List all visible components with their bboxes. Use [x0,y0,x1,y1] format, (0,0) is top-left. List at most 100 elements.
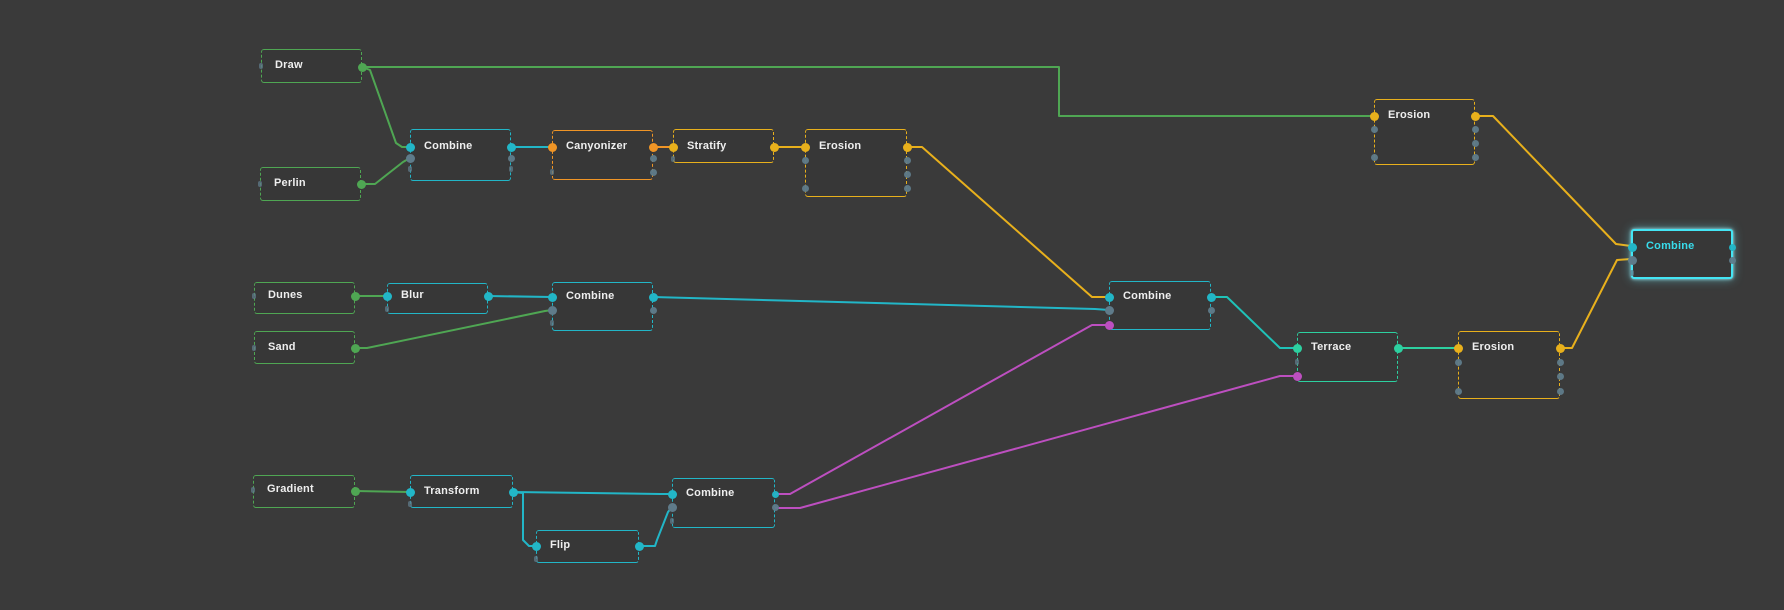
port-out-3-slot[interactable] [509,166,513,172]
port-out-1-connector[interactable] [634,541,644,551]
port-in-1-connector[interactable] [1453,343,1463,353]
port-out-1-connector[interactable] [350,291,360,301]
edge-combine2-to-combine3[interactable] [652,296,1110,311]
port-out-2-connector[interactable] [1728,256,1736,264]
port-in-2-connector[interactable] [1627,255,1637,265]
port-out-2-connector[interactable] [903,156,911,164]
port-out-3-connector[interactable] [1556,372,1564,380]
port-in-3-connector[interactable] [1292,371,1302,381]
edge-combine3-to-terrace[interactable] [1210,296,1298,349]
port-out-2-connector[interactable] [1556,358,1564,366]
port-in-3-connector[interactable] [1104,320,1114,330]
port-in-2-slot[interactable] [1295,359,1299,365]
port-in-2-connector[interactable] [667,502,677,512]
edge-flip-to-combine5[interactable] [638,506,673,547]
node-sand[interactable]: Sand [252,331,360,364]
port-in-2-connector[interactable] [1104,305,1114,315]
node-flip[interactable]: Flip [531,530,644,563]
port-in-1-connector[interactable] [1627,242,1637,252]
node-draw[interactable]: Draw [259,49,367,83]
edge-transform-to-flip[interactable] [512,491,537,547]
port-out-1-connector[interactable] [508,487,518,497]
port-in-1-slot[interactable] [252,293,256,299]
node-dunes[interactable]: Dunes [252,282,360,314]
port-in-3-slot[interactable] [550,320,554,326]
port-in-1-connector[interactable] [547,142,557,152]
port-out-4-connector[interactable] [1471,153,1479,161]
port-out-2-connector[interactable] [649,306,657,314]
node-combine5[interactable]: Combine [667,478,779,528]
port-in-1-connector[interactable] [668,142,678,152]
port-in-1-slot[interactable] [251,487,255,493]
port-out-4-connector[interactable] [903,184,911,192]
edge-erosion3-to-combine4[interactable] [1559,258,1632,349]
port-out-2-connector[interactable] [1471,125,1479,133]
port-in-3-slot[interactable] [408,166,412,172]
port-out-1-connector[interactable] [506,142,516,152]
port-in-1-connector[interactable] [382,291,392,301]
port-out-1-connector[interactable] [1728,243,1736,251]
port-in-1-connector[interactable] [1104,292,1114,302]
edge-perlin-to-combine1[interactable] [360,157,411,185]
edge-blur-to-combine2[interactable] [487,295,553,298]
port-in-1-connector[interactable] [667,489,677,499]
port-out-1-connector[interactable] [648,142,658,152]
port-in-3-connector[interactable] [1370,153,1378,161]
edge-erosion2-to-combine4[interactable] [1474,115,1632,247]
port-out-3-connector[interactable] [1471,139,1479,147]
port-in-3-connector[interactable] [1454,387,1462,395]
node-erosion3[interactable]: Erosion [1453,331,1565,399]
port-in-2-connector[interactable] [801,156,809,164]
port-out-2-connector[interactable] [507,154,515,162]
port-in-1-slot[interactable] [259,63,263,69]
port-in-1-connector[interactable] [531,541,541,551]
port-in-2-slot[interactable] [408,501,412,507]
edge-draw-to-combine1[interactable] [361,66,411,148]
port-in-3-slot[interactable] [1630,270,1634,276]
node-combine1[interactable]: Combine [405,129,516,181]
port-in-3-slot[interactable] [670,518,674,524]
port-in-1-connector[interactable] [405,487,415,497]
port-out-1-connector[interactable] [356,179,366,189]
edge-draw-to-erosion2[interactable] [361,66,1375,117]
edge-erosion1-to-combine3[interactable] [906,146,1110,298]
node-combine4[interactable]: Combine [1627,229,1736,279]
edge-transform-to-combine5[interactable] [512,491,673,495]
port-out-3-connector[interactable] [903,170,911,178]
node-blur[interactable]: Blur [382,283,493,314]
port-out-3-connector[interactable] [649,168,657,176]
node-canyonizer[interactable]: Canyonizer [547,130,658,180]
node-erosion2[interactable]: Erosion [1369,99,1480,165]
port-in-2-connector[interactable] [1454,358,1462,366]
edge-combine5-to-combine3[interactable] [774,324,1110,495]
port-in-2-slot[interactable] [550,169,554,175]
port-in-1-slot[interactable] [252,345,256,351]
port-in-2-slot[interactable] [671,156,675,162]
edge-gradient-to-transform[interactable] [354,490,411,493]
port-out-1-connector[interactable] [1555,343,1565,353]
port-out-1-connector[interactable] [1470,111,1480,121]
node-perlin[interactable]: Perlin [258,167,366,201]
port-in-2-connector[interactable] [405,153,415,163]
node-transform[interactable]: Transform [405,475,518,508]
port-out-2-connector[interactable] [1207,306,1215,314]
port-out-2-connector[interactable] [771,503,779,511]
edge-combine5-to-terrace[interactable] [774,375,1298,509]
node-stratify[interactable]: Stratify [668,129,779,163]
port-out-1-connector[interactable] [350,486,360,496]
port-in-2-slot[interactable] [534,556,538,562]
port-in-1-connector[interactable] [1369,111,1379,121]
port-in-2-connector[interactable] [1370,125,1378,133]
port-out-1-connector[interactable] [771,490,779,498]
port-in-1-connector[interactable] [800,142,810,152]
port-in-2-connector[interactable] [547,305,557,315]
port-out-1-connector[interactable] [483,291,493,301]
port-out-1-connector[interactable] [648,292,658,302]
port-in-1-slot[interactable] [258,181,262,187]
port-out-1-connector[interactable] [1206,292,1216,302]
node-erosion1[interactable]: Erosion [800,129,912,197]
node-combine2[interactable]: Combine [547,282,658,331]
port-out-1-connector[interactable] [769,142,779,152]
edge-sand-to-combine2[interactable] [354,309,553,349]
